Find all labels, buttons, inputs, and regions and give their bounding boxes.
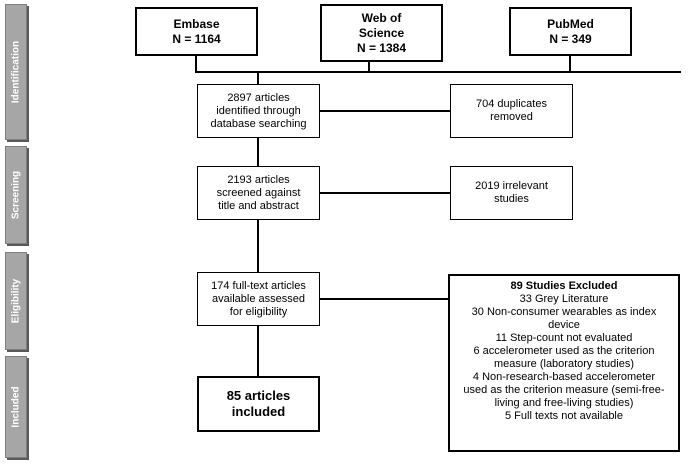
connector-fulltext-included bbox=[257, 326, 259, 376]
box-line: for eligibility bbox=[229, 305, 288, 318]
excluded-line: 4 Non-research-based accelerometer bbox=[472, 371, 656, 383]
box-screened: 2193 articles screened against title and… bbox=[197, 166, 320, 220]
box-line: 85 articles bbox=[226, 388, 291, 403]
excluded-heading: 89 Studies Excluded bbox=[510, 280, 618, 292]
source-name: Embase bbox=[173, 16, 220, 31]
box-fulltext: 174 full-text articles available assesse… bbox=[197, 272, 320, 326]
connector-to-excluded bbox=[320, 298, 448, 300]
box-line: 2019 irrelevant bbox=[475, 180, 548, 192]
excluded-line: 5 Full texts not available bbox=[504, 410, 623, 422]
source-count: N = 1164 bbox=[172, 31, 221, 46]
excluded-line: living and free-living studies) bbox=[494, 397, 634, 409]
connector-embase-down bbox=[195, 56, 197, 72]
stage-label: Screening bbox=[10, 170, 22, 220]
stage-label: Identification bbox=[10, 40, 22, 104]
connector-identified-screened bbox=[257, 138, 259, 166]
connector-source-join bbox=[195, 71, 681, 73]
box-excluded: 89 Studies Excluded 33 Grey Literature 3… bbox=[448, 274, 680, 452]
connector-wos-down bbox=[368, 62, 370, 72]
box-line: removed bbox=[490, 111, 533, 123]
box-line: title and abstract bbox=[218, 199, 299, 212]
stage-screening: Screening bbox=[5, 146, 27, 244]
box-irrelevant: 2019 irrelevant studies bbox=[450, 166, 573, 220]
box-line: studies bbox=[494, 193, 529, 205]
connector-to-irrelevant bbox=[320, 192, 450, 194]
excluded-line: used as the criterion measure (semi-free… bbox=[463, 384, 665, 396]
box-line: identified through bbox=[216, 104, 301, 117]
source-count: N = 349 bbox=[549, 31, 592, 46]
box-identified: 2897 articles identified through databas… bbox=[197, 84, 320, 138]
box-line: 704 duplicates bbox=[476, 98, 547, 110]
excluded-line: measure (laboratory studies) bbox=[493, 358, 634, 370]
excluded-line: 33 Grey Literature bbox=[519, 293, 609, 305]
box-line: 2193 articles bbox=[227, 173, 290, 186]
connector-to-duplicates bbox=[320, 110, 450, 112]
excluded-line: 6 accelerometer used as the criterion bbox=[473, 345, 655, 357]
connector-main-vertical bbox=[257, 72, 259, 84]
source-pubmed: PubMed N = 349 bbox=[509, 7, 632, 56]
stage-label: Eligibility bbox=[10, 278, 22, 324]
source-web-of-science: Web of Science N = 1384 bbox=[320, 4, 443, 62]
box-line: available assessed bbox=[212, 292, 305, 305]
excluded-line: 30 Non-consumer wearables as index bbox=[471, 306, 657, 318]
stage-identification: Identification bbox=[5, 4, 27, 140]
source-name-line-1: Web of bbox=[361, 10, 402, 25]
stage-eligibility: Eligibility bbox=[5, 252, 27, 350]
source-count: N = 1384 bbox=[356, 40, 407, 55]
connector-screened-fulltext bbox=[257, 220, 259, 272]
box-line: 174 full-text articles bbox=[211, 279, 306, 292]
source-name: PubMed bbox=[547, 16, 594, 31]
box-line: included bbox=[231, 404, 286, 419]
box-line: screened against bbox=[216, 186, 301, 199]
stage-included: Included bbox=[5, 356, 27, 458]
excluded-line: 11 Step-count not evaluated bbox=[495, 332, 633, 344]
source-embase: Embase N = 1164 bbox=[135, 7, 258, 56]
box-duplicates: 704 duplicates removed bbox=[450, 84, 573, 138]
stage-label: Included bbox=[10, 386, 22, 428]
box-line: 2897 articles bbox=[227, 91, 290, 104]
excluded-line: device bbox=[548, 319, 580, 331]
source-name-line-2: Science bbox=[358, 25, 405, 40]
box-included: 85 articles included bbox=[197, 376, 320, 432]
box-line: database searching bbox=[210, 117, 307, 130]
connector-pubmed-down bbox=[569, 56, 571, 72]
